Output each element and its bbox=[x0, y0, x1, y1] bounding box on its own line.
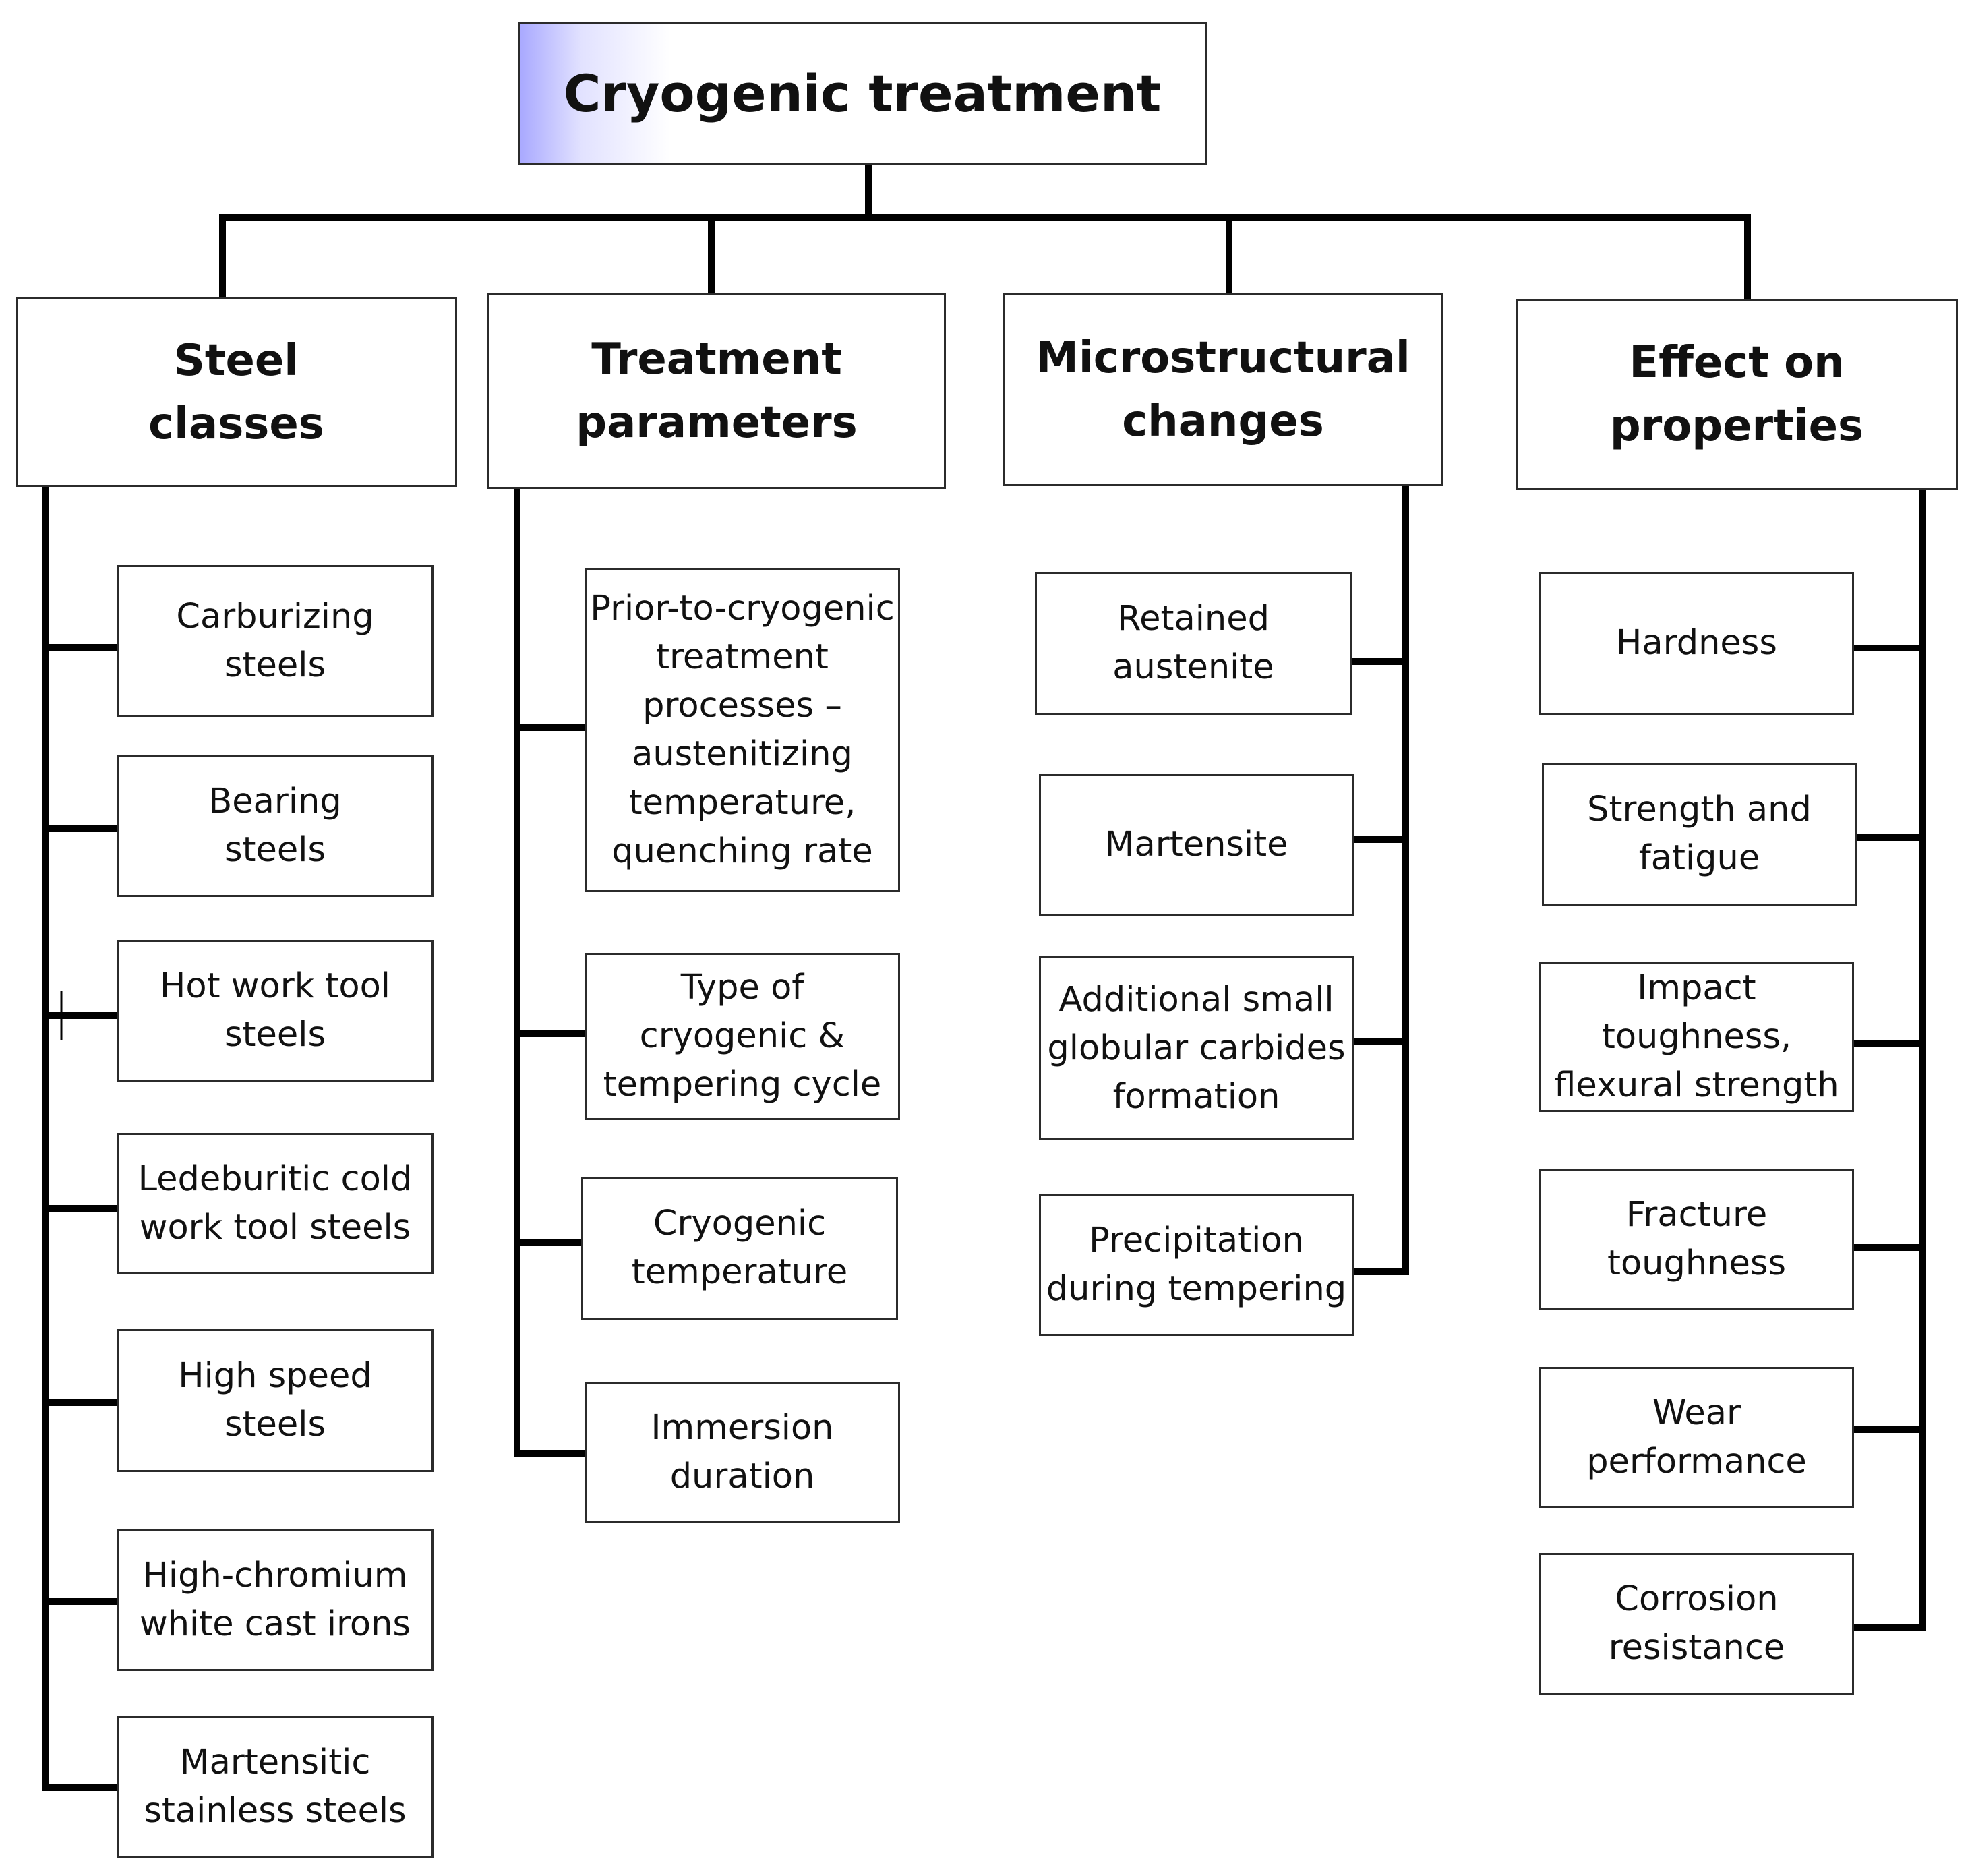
property-effect-item: Hardness bbox=[1539, 572, 1854, 715]
steel-class-label: Hot work tool steels bbox=[160, 966, 390, 1055]
heading-treatment-parameters-label: Treatment parameters bbox=[576, 334, 858, 448]
heading-steel-classes-label: Steel classes bbox=[148, 335, 324, 449]
root-title-box: Cryogenic treatment bbox=[518, 22, 1207, 165]
property-effect-item: Strength and fatigue bbox=[1542, 763, 1857, 906]
property-effect-label: Fracture toughness bbox=[1607, 1195, 1787, 1283]
property-effect-label: Strength and fatigue bbox=[1587, 790, 1812, 878]
steel-class-label: Martensitic stainless steels bbox=[144, 1742, 407, 1831]
property-effect-label: Wear performance bbox=[1586, 1393, 1807, 1482]
heading-effect-on-properties: Effect on properties bbox=[1516, 299, 1958, 490]
root-title: Cryogenic treatment bbox=[563, 63, 1162, 123]
treatment-parameter-item: Cryogenic temperature bbox=[581, 1177, 898, 1320]
microstructural-change-item: Precipitation during tempering bbox=[1039, 1194, 1354, 1336]
steel-class-label: High speed steels bbox=[178, 1356, 372, 1444]
steel-class-item: Carburizing steels bbox=[117, 565, 434, 717]
steel-class-item: Ledeburitic cold work tool steels bbox=[117, 1133, 434, 1274]
steel-class-item: High-chromium white cast irons bbox=[117, 1529, 434, 1671]
treatment-parameter-item: Immersion duration bbox=[585, 1382, 900, 1523]
treatment-parameter-item: Prior-to-cryogenic treatment processes –… bbox=[585, 568, 900, 892]
microstructural-change-item: Retained austenite bbox=[1035, 572, 1352, 715]
property-effect-item: Fracture toughness bbox=[1539, 1169, 1854, 1310]
property-effect-label: Impact toughness, flexural strength bbox=[1554, 968, 1839, 1105]
steel-class-item: High speed steels bbox=[117, 1329, 434, 1472]
microstructural-change-label: Additional small globular carbides forma… bbox=[1047, 979, 1346, 1117]
property-effect-label: Hardness bbox=[1616, 623, 1777, 663]
treatment-parameter-label: Cryogenic temperature bbox=[631, 1204, 848, 1292]
property-effect-item: Impact toughness, flexural strength bbox=[1539, 962, 1854, 1112]
heading-effect-on-properties-label: Effect on properties bbox=[1609, 338, 1864, 451]
property-effect-item: Corrosion resistance bbox=[1539, 1553, 1854, 1695]
microstructural-change-label: Precipitation during tempering bbox=[1046, 1221, 1347, 1309]
steel-class-label: Carburizing steels bbox=[176, 596, 374, 685]
property-effect-item: Wear performance bbox=[1539, 1367, 1854, 1508]
steel-class-label: High-chromium white cast irons bbox=[140, 1556, 411, 1644]
microstructural-change-item: Martensite bbox=[1039, 774, 1354, 916]
steel-class-label: Ledeburitic cold work tool steels bbox=[138, 1159, 413, 1248]
treatment-parameter-label: Immersion duration bbox=[651, 1408, 834, 1496]
heading-microstructural-changes-label: Microstructural changes bbox=[1036, 333, 1410, 446]
microstructural-change-label: Martensite bbox=[1104, 825, 1288, 864]
treatment-parameter-label: Prior-to-cryogenic treatment processes –… bbox=[590, 589, 895, 871]
microstructural-change-item: Additional small globular carbides forma… bbox=[1039, 956, 1354, 1140]
property-effect-label: Corrosion resistance bbox=[1608, 1579, 1785, 1668]
treatment-parameter-item: Type of cryogenic & tempering cycle bbox=[585, 953, 900, 1120]
steel-class-item: Hot work tool steels bbox=[117, 940, 434, 1082]
steel-class-item: Bearing steels bbox=[117, 755, 434, 897]
steel-class-label: Bearing steels bbox=[208, 782, 342, 870]
treatment-parameter-label: Type of cryogenic & tempering cycle bbox=[603, 968, 882, 1105]
heading-steel-classes: Steel classes bbox=[16, 297, 457, 487]
heading-microstructural-changes: Microstructural changes bbox=[1003, 293, 1443, 486]
heading-treatment-parameters: Treatment parameters bbox=[487, 293, 946, 489]
steel-class-item: Martensitic stainless steels bbox=[117, 1716, 434, 1858]
microstructural-change-label: Retained austenite bbox=[1112, 599, 1274, 687]
